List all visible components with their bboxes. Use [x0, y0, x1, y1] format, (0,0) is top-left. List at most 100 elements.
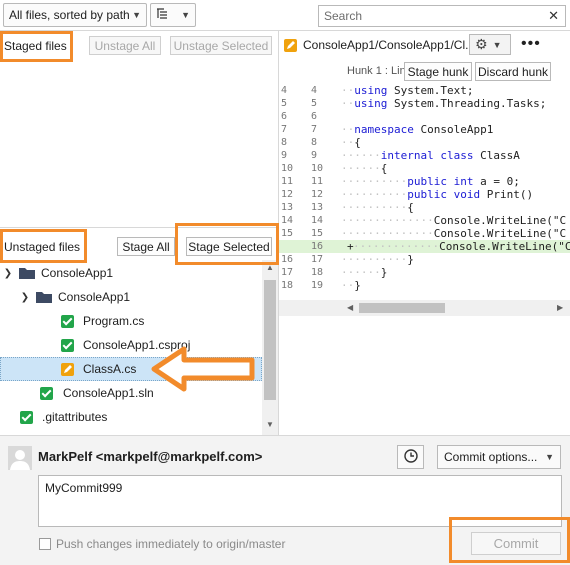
new-line-number: 18 [311, 267, 324, 278]
scroll-right-icon[interactable]: ▶ [557, 303, 564, 312]
code-text: ······internal class ClassA [341, 149, 520, 162]
diff-line: 12 12 ··········public void Print() [279, 188, 570, 201]
code-text: ··············Console.WriteLine("C [341, 214, 567, 227]
discard-hunk-button[interactable]: Discard hunk [475, 62, 551, 81]
chevron-down-icon: ▼ [181, 10, 190, 20]
tree-view-icon [156, 7, 170, 23]
tree-item-sln[interactable]: ConsoleApp1.sln [0, 381, 262, 405]
settings-dropdown[interactable]: ⚙ ▼ [469, 34, 511, 55]
new-line-number: 14 [311, 215, 324, 226]
avatar [8, 446, 32, 470]
stage-all-button[interactable]: Stage All [117, 237, 175, 256]
arrow-annotation-icon [151, 346, 255, 392]
sort-dropdown[interactable]: All files, sorted by path ▼ [3, 3, 147, 27]
code-text: ··········} [341, 253, 414, 266]
unstage-selected-button[interactable]: Unstage Selected [170, 36, 272, 55]
new-line-number: 5 [311, 98, 318, 109]
added-marker: + [347, 240, 354, 253]
scroll-left-icon[interactable]: ◀ [347, 303, 354, 312]
added-file-icon [61, 338, 74, 352]
tree-item-label: ConsoleApp1 [41, 266, 114, 280]
modified-file-icon [61, 362, 74, 376]
tree-item-solution[interactable]: ❯ ConsoleApp1 [0, 261, 262, 285]
code-text: ··{ [341, 136, 361, 149]
tree-item-program-cs[interactable]: Program.cs [0, 309, 262, 333]
stage-selected-button[interactable]: Stage Selected [186, 237, 272, 256]
code-text: ··········public int a = 0; [341, 175, 520, 188]
push-checkbox[interactable] [39, 538, 51, 550]
tree-item-csproj[interactable]: ConsoleApp1.csproj [0, 333, 262, 357]
diff-horizontal-scrollbar[interactable]: ◀ ▶ [279, 300, 570, 316]
tree-item-project-folder[interactable]: ❯ ConsoleApp1 [0, 285, 262, 309]
code-text: ······{ [341, 162, 388, 175]
diff-scrollbar-thumb[interactable] [359, 303, 445, 313]
code-text: ··········public void Print() [341, 188, 534, 201]
new-line-number: 15 [311, 228, 324, 239]
new-line-number: 12 [311, 189, 324, 200]
more-options-icon[interactable]: ••• [521, 35, 541, 52]
chevron-down-icon: ▼ [132, 10, 141, 20]
sort-dropdown-label: All files, sorted by path [9, 8, 130, 22]
stage-hunk-button[interactable]: Stage hunk [404, 62, 472, 81]
commit-button[interactable]: Commit [471, 532, 561, 555]
new-line-number: 11 [311, 176, 324, 187]
new-line-number: 4 [311, 85, 318, 96]
view-mode-dropdown[interactable]: ▼ [150, 3, 196, 27]
unstaged-header: Unstaged files [0, 232, 278, 261]
expand-chevron-icon[interactable]: ❯ [3, 267, 13, 279]
code-text: ·············Console.WriteLine("C [353, 240, 570, 253]
expand-chevron-icon[interactable]: ❯ [20, 291, 30, 303]
new-line-number: 7 [311, 124, 318, 135]
tree-scrollbar-thumb[interactable] [264, 280, 276, 400]
old-line-number: 6 [281, 111, 288, 122]
scroll-up-icon[interactable]: ▲ [266, 263, 274, 272]
search-box[interactable]: ✕ [318, 5, 566, 27]
search-input[interactable] [319, 6, 519, 26]
hunk-bar: Hunk 1 : Lin Stage hunk Discard hunk [279, 60, 570, 82]
code-text: ··············Console.WriteLine("C [341, 227, 567, 240]
solution-folder-icon [19, 267, 35, 279]
old-line-number: 18 [281, 280, 294, 291]
code-text: ··········{ [341, 201, 414, 214]
new-line-number: 16 [311, 241, 324, 252]
commit-options-label: Commit options... [444, 450, 538, 464]
old-line-number: 4 [281, 85, 288, 96]
new-line-number: 17 [311, 254, 324, 265]
new-line-number: 8 [311, 137, 318, 148]
tree-item-label: ClassA.cs [83, 362, 137, 376]
old-line-number: 5 [281, 98, 288, 109]
code-text: ··using System.Threading.Tasks; [341, 97, 547, 110]
tree-scrollbar[interactable]: ▲ ▼ [262, 260, 278, 435]
unstage-all-button[interactable]: Unstage All [89, 36, 161, 55]
old-line-number: 13 [281, 202, 294, 213]
staged-files-title: Staged files [4, 38, 67, 53]
push-label: Push changes immediately to origin/maste… [56, 537, 286, 551]
old-line-number: 9 [281, 150, 288, 161]
unstaged-files-title: Unstaged files [4, 239, 81, 254]
diff-line-added: 16 +·············Console.WriteLine("C [279, 240, 570, 253]
staged-header: Staged files [0, 31, 278, 60]
code-text: ··} [341, 279, 361, 292]
commit-options-dropdown[interactable]: Commit options... ▼ [437, 445, 561, 469]
tree-item-gitattributes[interactable]: .gitattributes [0, 405, 262, 429]
added-file-icon [40, 386, 53, 400]
panel-divider [0, 227, 278, 228]
added-file-icon [61, 314, 74, 328]
old-line-number: 10 [281, 163, 294, 174]
commit-message-input[interactable]: MyCommit999 [38, 475, 562, 527]
old-line-number: 12 [281, 189, 294, 200]
history-button[interactable] [397, 445, 424, 469]
scroll-down-icon[interactable]: ▼ [266, 420, 274, 429]
clear-search-icon[interactable]: ✕ [548, 8, 559, 23]
